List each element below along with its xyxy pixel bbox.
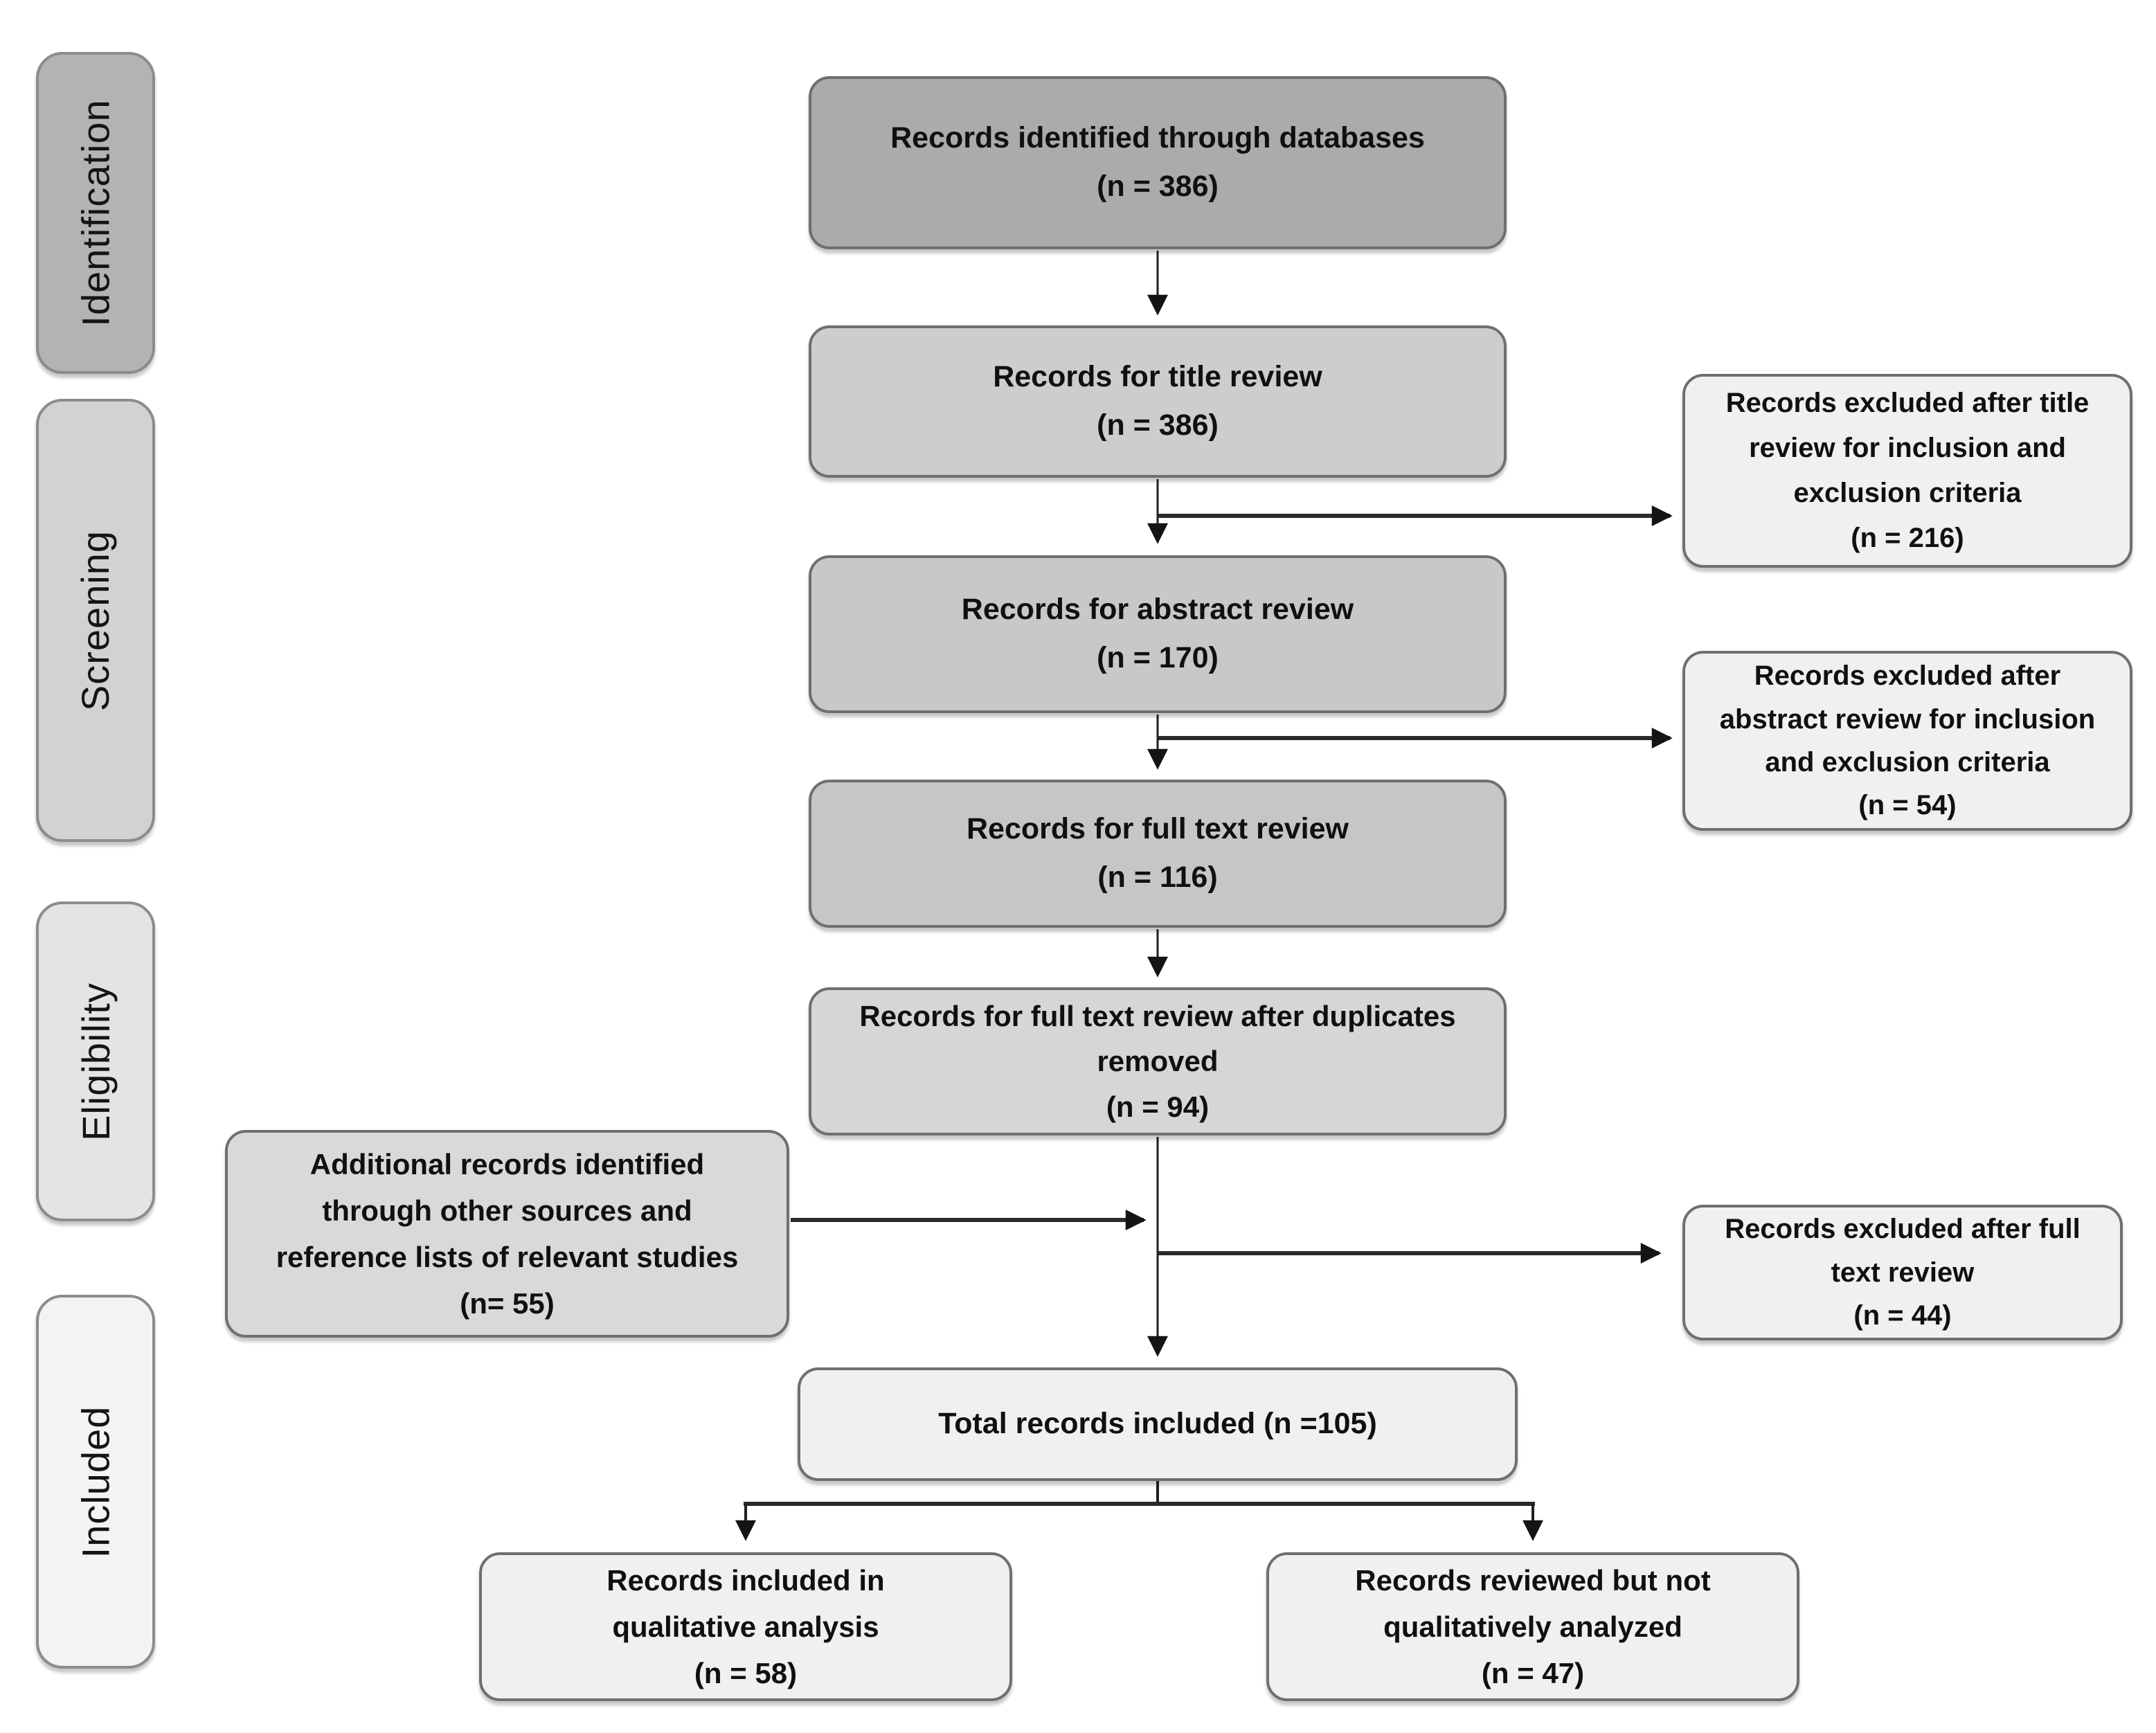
- box-additional-records: Additional records identified through ot…: [225, 1130, 789, 1338]
- stage-identification: Identification: [36, 52, 155, 374]
- box-text: review for inclusion and: [1749, 433, 2066, 464]
- box-abstract-review: Records for abstract review (n = 170): [809, 555, 1507, 713]
- box-qualitative-analysis: Records included in qualitative analysis…: [479, 1552, 1012, 1701]
- box-text: Records excluded after title: [1725, 388, 2090, 419]
- box-text: Records excluded after full: [1725, 1214, 2081, 1245]
- box-text: reference lists of relevant studies: [276, 1241, 739, 1273]
- box-count: (n = 116): [1097, 861, 1218, 894]
- box-text: abstract review for inclusion: [1719, 703, 2096, 735]
- box-text: text review: [1831, 1257, 1975, 1288]
- stage-included: Included: [36, 1295, 155, 1669]
- box-text: qualitatively analyzed: [1383, 1610, 1682, 1643]
- box-full-text-review: Records for full text review (n = 116): [809, 780, 1507, 928]
- box-excluded-after-full-text: Records excluded after full text review …: [1682, 1205, 2123, 1340]
- box-text: removed: [1097, 1045, 1219, 1078]
- box-text: Records included in: [607, 1563, 885, 1597]
- stage-label: Identification: [73, 99, 118, 327]
- box-count: (n = 58): [694, 1657, 798, 1690]
- box-text: Records excluded after: [1754, 661, 2061, 692]
- box-excluded-after-abstract: Records excluded after abstract review f…: [1682, 651, 2132, 831]
- stage-eligibility: Eligibility: [36, 901, 155, 1221]
- box-text: Records for title review: [993, 360, 1322, 394]
- box-count: (n = 216): [1851, 522, 1964, 553]
- box-text: Records reviewed but not: [1355, 1563, 1711, 1597]
- box-count: (n = 47): [1481, 1657, 1585, 1690]
- box-count: (n= 55): [460, 1287, 555, 1320]
- box-text: Total records included (n =105): [938, 1407, 1377, 1441]
- box-text: Records for full text review after dupli…: [859, 1000, 1456, 1033]
- stage-screening: Screening: [36, 399, 155, 842]
- box-text: exclusion criteria: [1793, 478, 2022, 508]
- box-count: (n = 94): [1106, 1090, 1210, 1123]
- box-count: (n = 386): [1097, 408, 1219, 442]
- box-full-text-after-duplicates: Records for full text review after dupli…: [809, 987, 1507, 1135]
- box-count: (n = 386): [1097, 170, 1219, 203]
- box-count: (n = 44): [1853, 1300, 1952, 1331]
- box-count: (n = 170): [1097, 641, 1219, 674]
- box-text: qualitative analysis: [612, 1610, 879, 1643]
- box-text: through other sources and: [322, 1194, 692, 1227]
- stage-label: Eligibility: [73, 982, 118, 1141]
- box-text: Additional records identified: [309, 1147, 705, 1180]
- box-text: and exclusion criteria: [1765, 747, 2050, 778]
- box-records-identified: Records identified through databases (n …: [809, 76, 1507, 249]
- box-not-qualitatively-analyzed: Records reviewed but not qualitatively a…: [1266, 1552, 1799, 1701]
- stage-label: Screening: [73, 530, 118, 711]
- box-title-review: Records for title review (n = 386): [809, 325, 1507, 478]
- box-total-included: Total records included (n =105): [798, 1367, 1518, 1481]
- box-text: Records identified through databases: [890, 121, 1425, 155]
- box-text: Records for full text review: [967, 812, 1349, 846]
- box-text: Records for abstract review: [961, 593, 1354, 627]
- box-excluded-after-title: Records excluded after title review for …: [1682, 374, 2132, 568]
- stage-label: Included: [73, 1406, 118, 1558]
- box-count: (n = 54): [1858, 790, 1957, 821]
